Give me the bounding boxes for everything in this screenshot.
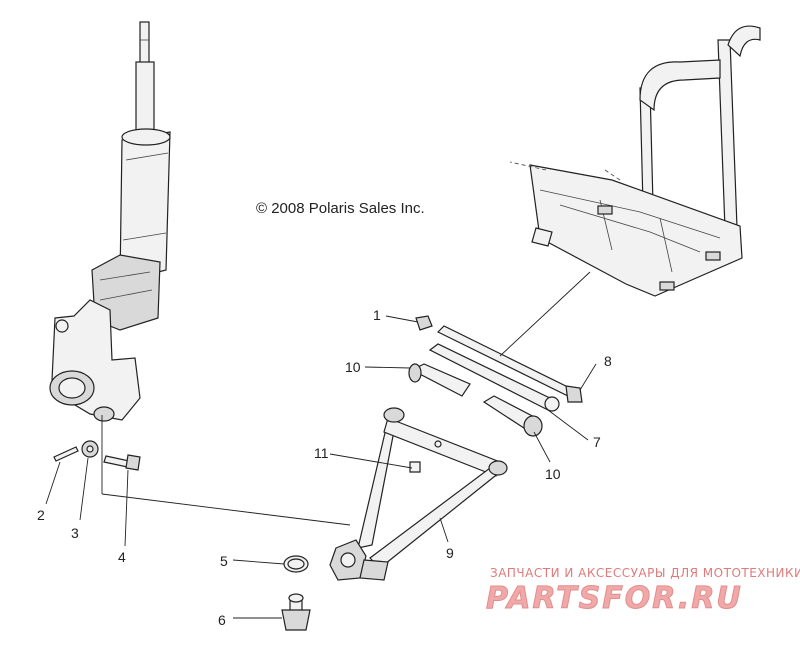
copyright-notice: © 2008 Polaris Sales Inc. [256,200,425,217]
leader-lines [45,271,597,619]
callout-6: 6 [218,612,226,628]
callout-1: 1 [373,307,381,323]
callout-11: 11 [314,445,329,461]
callout-8: 8 [604,353,612,369]
strut-assembly [91,21,171,331]
callout-10a: 10 [345,359,361,375]
callout-3: 3 [71,525,79,541]
callout-7: 7 [593,434,601,450]
callout-9: 9 [446,545,454,561]
watermark-logo: PARTSFOR.RU [486,581,743,616]
steering-knuckle [49,299,141,422]
callout-4: 4 [118,549,126,565]
callout-10b: 10 [545,466,561,482]
watermark-tagline: ЗАПЧАСТИ И АКСЕССУАРЫ ДЛЯ МОТОТЕХНИКИ [490,566,800,580]
a-arm [329,407,508,581]
pivot-bolts [408,315,583,437]
vehicle-frame [509,25,761,297]
small-hardware [53,440,311,631]
callout-5: 5 [220,553,228,569]
watermark: ЗАПЧАСТИ И АКСЕССУАРЫ ДЛЯ МОТОТЕХНИКИ PA… [486,566,800,617]
callout-2: 2 [37,507,45,523]
